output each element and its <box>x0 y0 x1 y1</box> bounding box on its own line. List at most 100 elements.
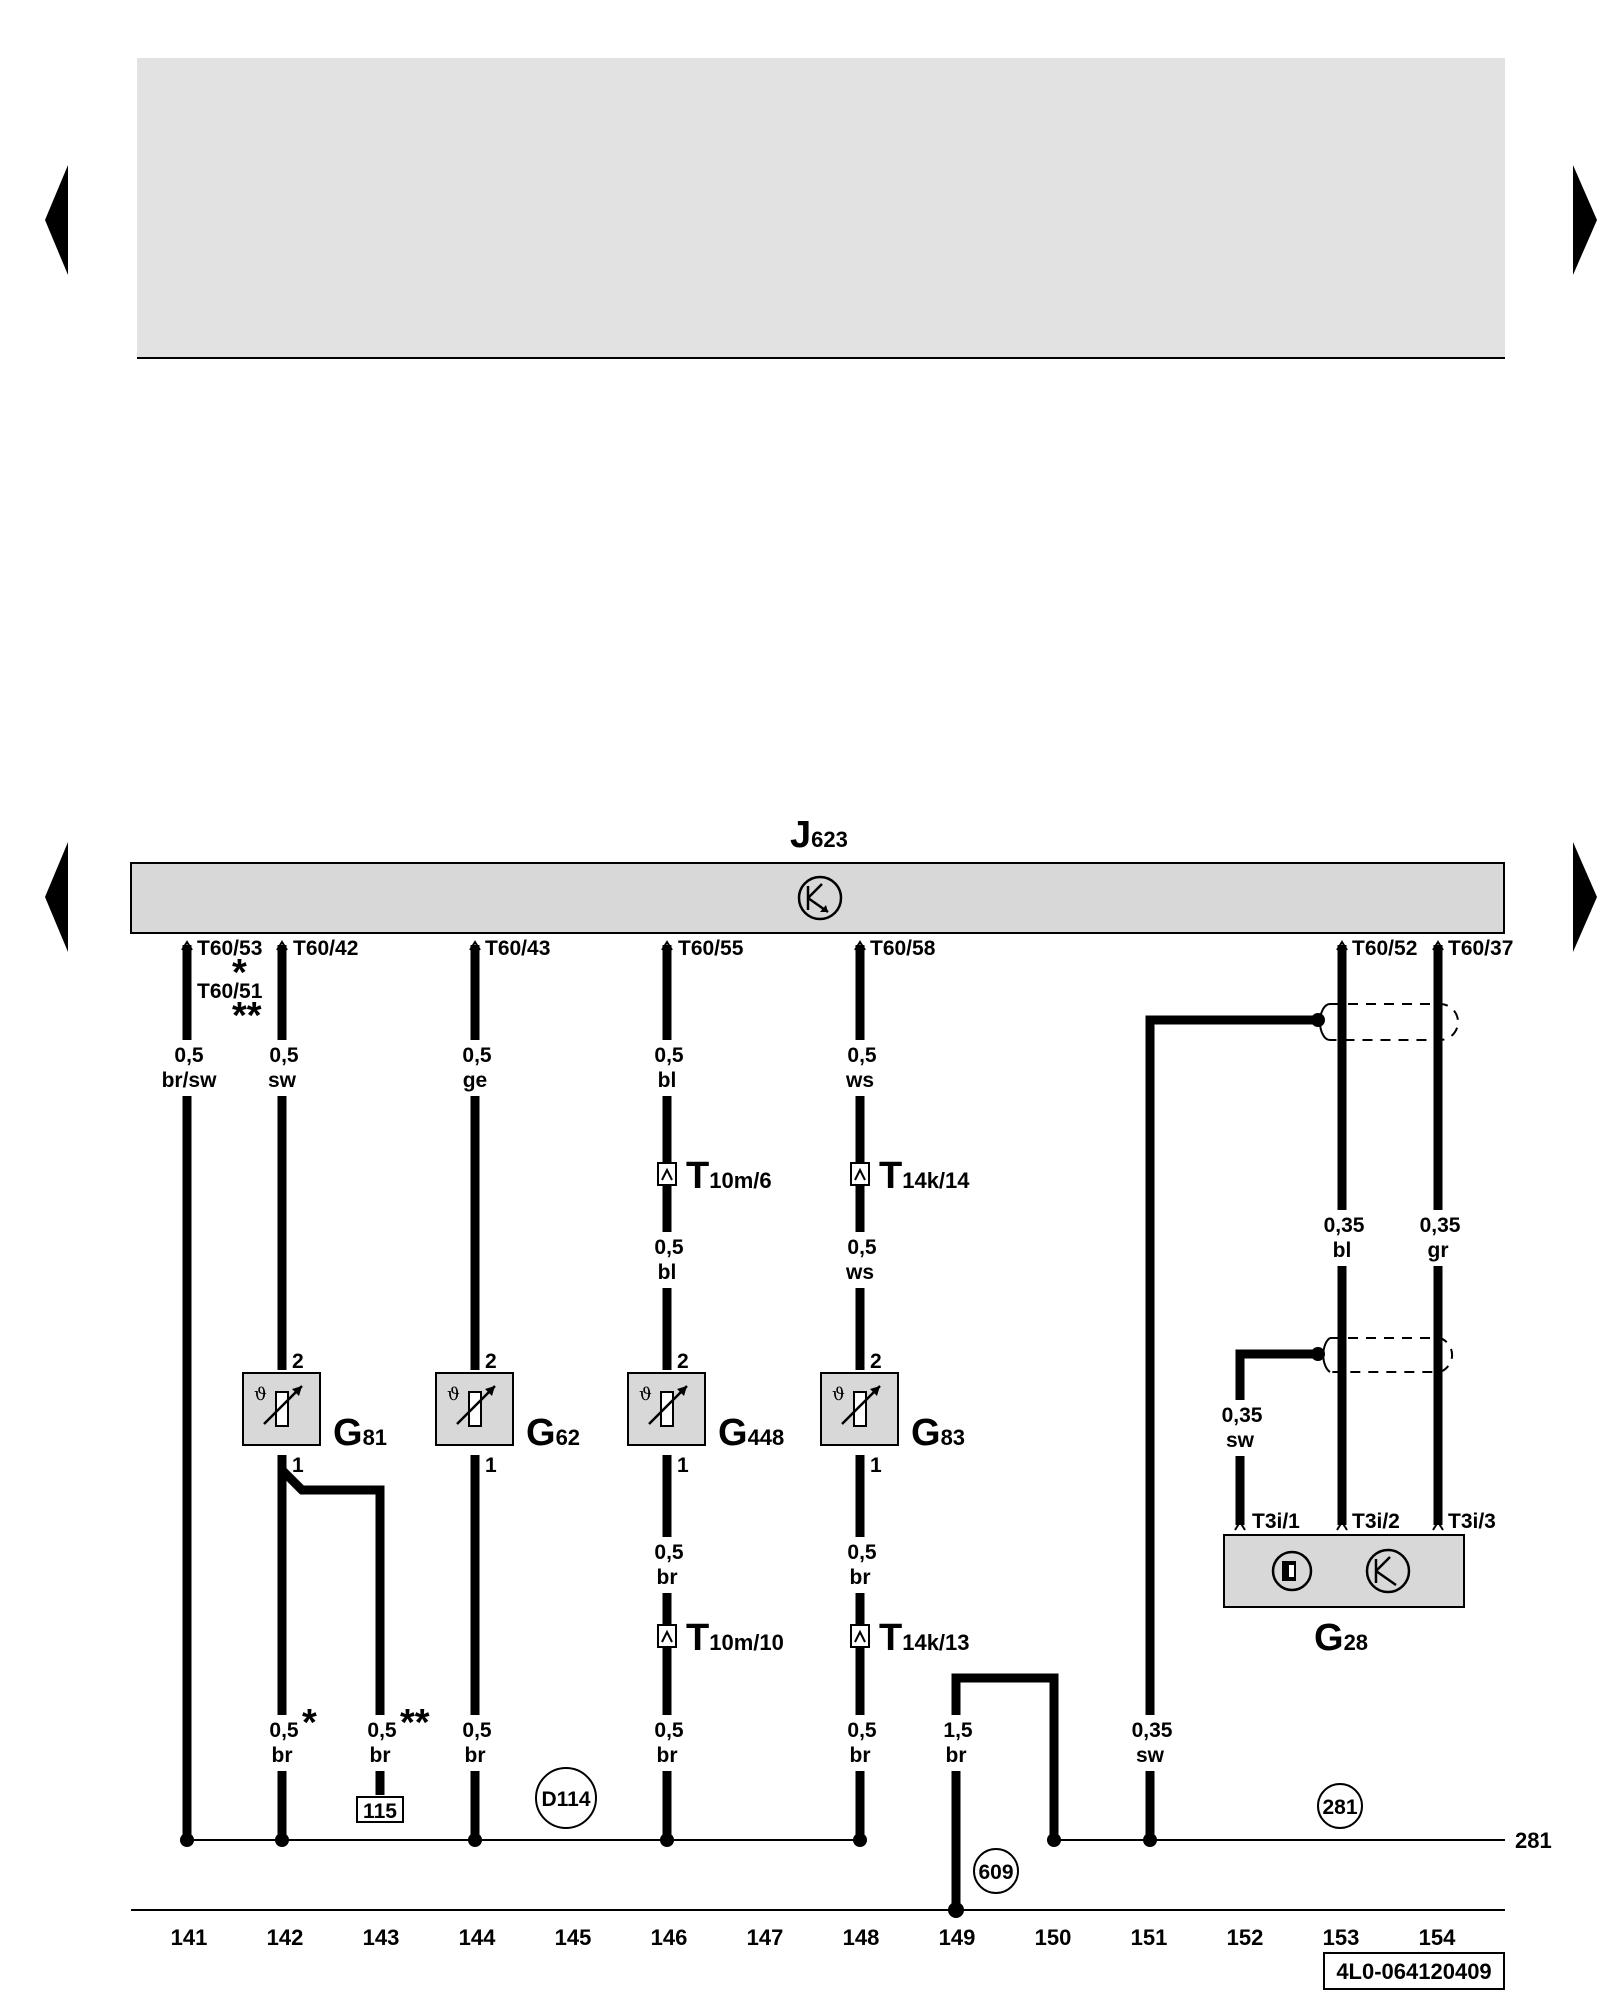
inline-connector-t10m10: T10m/10 <box>657 1617 784 1659</box>
prev-section-arrow-icon[interactable] <box>45 842 68 952</box>
wire-153-size: 0,35 <box>1324 1214 1365 1237</box>
svg-text:G83: G83 <box>911 1412 965 1454</box>
connector-t60-51: T60/51 <box>197 980 263 1003</box>
wire-148-color: ws <box>845 1069 874 1092</box>
svg-text:148: 148 <box>843 1925 880 1950</box>
top-panel <box>137 58 1505 358</box>
wire-154-color: gr <box>1428 1239 1449 1262</box>
connector-t60-37: T60/37 <box>1448 937 1513 960</box>
inline-connector-t10m6: T10m/6 <box>657 1155 772 1197</box>
wire-148d-size: 0,5 <box>847 1719 877 1742</box>
sensor-g448: ϑ 2 1 G448 <box>627 1350 784 1477</box>
svg-text:151: 151 <box>1131 1925 1168 1950</box>
wire-g28-size: 0,35 <box>1222 1404 1263 1427</box>
svg-text:T3i/1: T3i/1 <box>1252 1510 1300 1533</box>
wire-146b-size: 0,5 <box>654 1236 684 1259</box>
svg-text:609: 609 <box>978 1861 1013 1884</box>
wire-148b-color: ws <box>845 1261 874 1284</box>
svg-text:147: 147 <box>747 1925 784 1950</box>
svg-text:149: 149 <box>939 1925 976 1950</box>
svg-text:G62: G62 <box>526 1412 580 1454</box>
wire-144d-color: br <box>465 1744 486 1767</box>
svg-text:D114: D114 <box>541 1788 590 1811</box>
connector-t60-53: T60/53 <box>197 937 262 960</box>
wire-141-color: br/sw <box>162 1069 218 1092</box>
wire-142d-star: * <box>302 1702 317 1744</box>
svg-text:T3i/2: T3i/2 <box>1352 1510 1400 1533</box>
svg-text:142: 142 <box>267 1925 304 1950</box>
wire-shield-upper <box>1311 1003 1459 1041</box>
svg-text:ϑ: ϑ <box>639 1384 652 1405</box>
control-unit-box <box>130 862 1505 934</box>
svg-text:ϑ: ϑ <box>832 1384 845 1405</box>
wire-146-color: bl <box>658 1069 677 1092</box>
svg-text:1: 1 <box>485 1454 497 1477</box>
wire-141-size: 0,5 <box>174 1044 204 1067</box>
wire-148-size: 0,5 <box>847 1044 877 1067</box>
svg-text:ϑ: ϑ <box>254 1384 267 1405</box>
connector-t60-43: T60/43 <box>485 937 550 960</box>
svg-text:T10m/6: T10m/6 <box>686 1155 772 1197</box>
svg-text:144: 144 <box>459 1925 496 1950</box>
wire-146d-size: 0,5 <box>654 1719 684 1742</box>
ref-box-115: 115 <box>356 1796 404 1823</box>
wire-153-color: bl <box>1333 1239 1352 1262</box>
sensor-g81: ϑ 2 1 G81 <box>242 1350 387 1477</box>
next-section-arrow-icon[interactable] <box>1573 842 1597 952</box>
control-unit-label: J623 <box>790 814 848 856</box>
wire-148c-color: br <box>850 1566 871 1589</box>
svg-text:T14k/14: T14k/14 <box>879 1155 970 1197</box>
svg-text:145: 145 <box>555 1925 592 1950</box>
svg-text:T3i/3: T3i/3 <box>1448 1510 1496 1533</box>
prev-page-arrow-icon[interactable] <box>45 165 68 275</box>
svg-text:154: 154 <box>1419 1925 1456 1950</box>
document-code: 4L0-064120409 <box>1323 1952 1505 1990</box>
svg-text:146: 146 <box>651 1925 688 1950</box>
next-page-arrow-icon[interactable] <box>1573 165 1597 275</box>
connector-t60-58: T60/58 <box>870 937 936 960</box>
wire-148c-size: 0,5 <box>847 1541 877 1564</box>
ground-ref-281: 281 <box>1515 1828 1552 1853</box>
pin-arrows <box>181 940 1444 951</box>
junction-dots <box>180 1833 1157 1918</box>
wire-146c-size: 0,5 <box>654 1541 684 1564</box>
svg-text:2: 2 <box>485 1350 497 1373</box>
wire-142d-size: 0,5 <box>269 1719 299 1742</box>
svg-text:152: 152 <box>1227 1925 1264 1950</box>
wire-shield-lower <box>1311 1337 1454 1373</box>
ref-circle-281: 281 <box>1317 1783 1363 1829</box>
wire-151d-color: sw <box>1136 1744 1165 1767</box>
svg-text:2: 2 <box>870 1350 882 1373</box>
svg-text:153: 153 <box>1323 1925 1360 1950</box>
svg-text:T10m/10: T10m/10 <box>686 1617 784 1659</box>
wire-142d-color: br <box>272 1744 293 1767</box>
wire-g28-color: sw <box>1226 1429 1255 1452</box>
inline-connector-t14k13: T14k/13 <box>850 1617 970 1659</box>
svg-text:4L0-064120409: 4L0-064120409 <box>1336 1959 1491 1984</box>
svg-text:115: 115 <box>363 1800 397 1823</box>
sensor-g62: ϑ 2 1 G62 <box>435 1350 580 1477</box>
ref-circle-d114: D114 <box>535 1767 597 1829</box>
wire-144d-size: 0,5 <box>462 1719 492 1742</box>
svg-text:281: 281 <box>1322 1796 1357 1819</box>
hall-sensor-icon <box>1271 1550 1313 1592</box>
sensor-g28: T3i/1 T3i/2 T3i/3 G28 <box>1223 1510 1496 1659</box>
connector-t60-52: T60/52 <box>1352 937 1417 960</box>
wire-144-size: 0,5 <box>462 1044 492 1067</box>
wire-143d-star: ** <box>400 1702 430 1744</box>
wire-149d-color: br <box>946 1744 967 1767</box>
svg-text:1: 1 <box>292 1454 304 1477</box>
sensor-g83: ϑ 2 1 G83 <box>820 1350 965 1477</box>
wire-146c-color: br <box>657 1566 678 1589</box>
transistor-icon <box>1365 1548 1411 1594</box>
wire-149d-size: 1,5 <box>943 1719 973 1742</box>
wire-146d-color: br <box>657 1744 678 1767</box>
wire-142-size: 0,5 <box>269 1044 299 1067</box>
svg-text:141: 141 <box>171 1925 208 1950</box>
footnote-star-1: * <box>232 952 247 994</box>
svg-text:1: 1 <box>677 1454 689 1477</box>
wire-151d-size: 0,35 <box>1132 1719 1173 1742</box>
wire-144-color: ge <box>463 1069 488 1092</box>
svg-text:G448: G448 <box>718 1412 784 1454</box>
